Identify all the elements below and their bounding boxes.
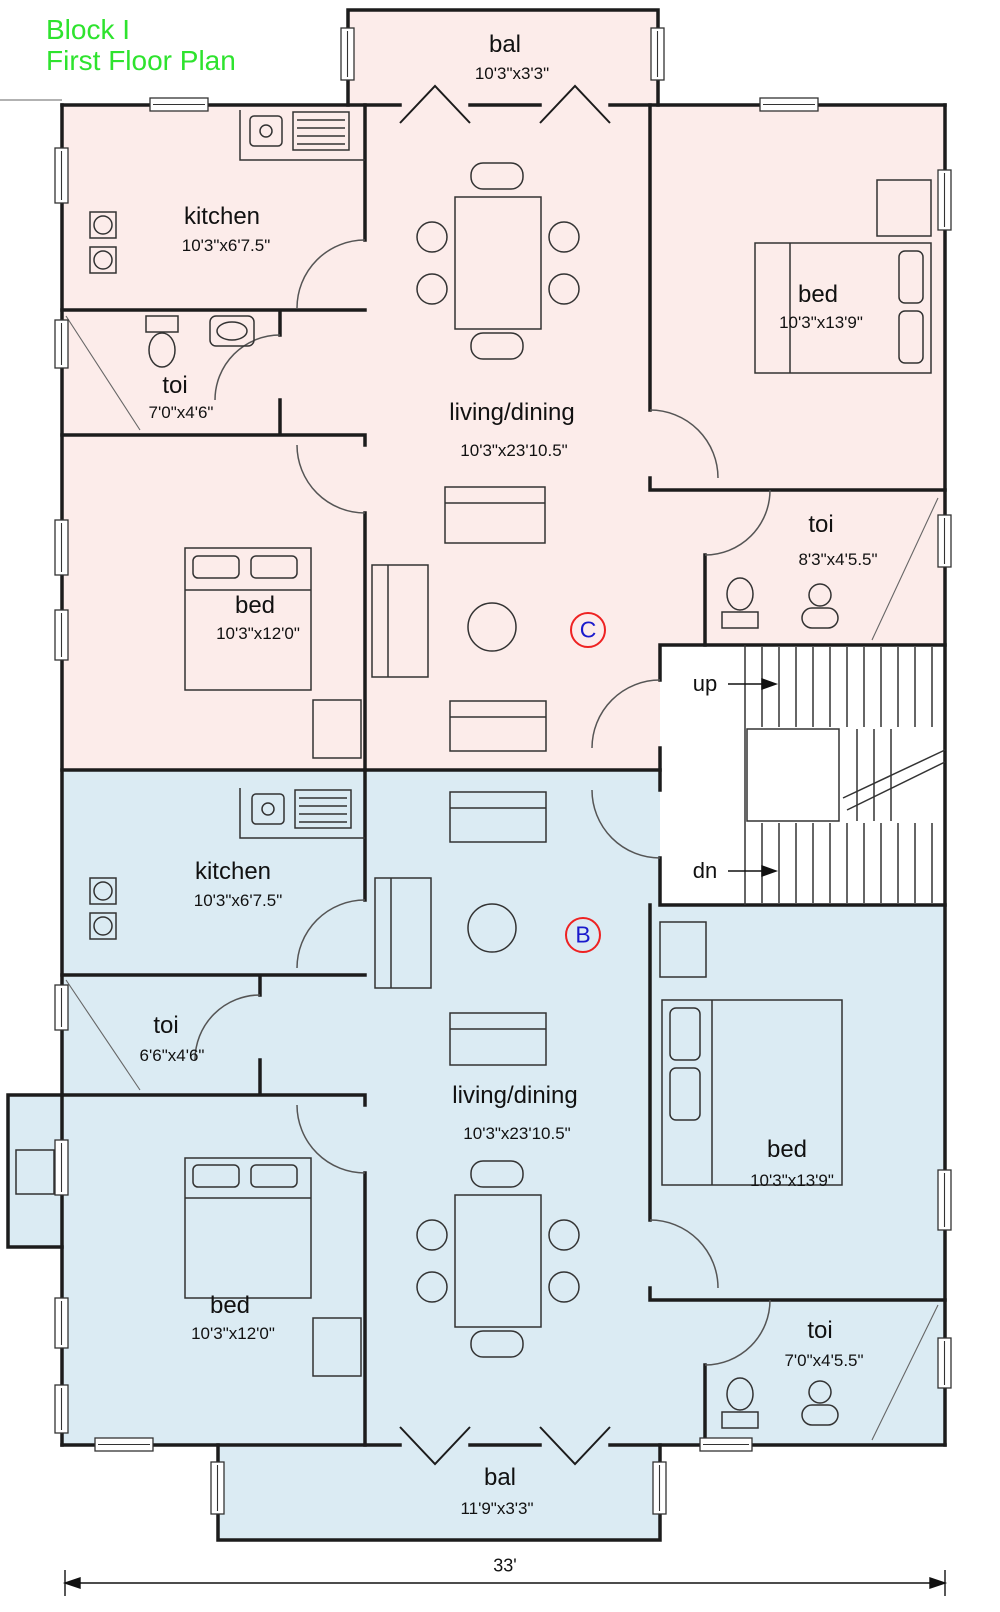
room-dim-kitchen-b: 10'3"x6'7.5" (193, 891, 283, 910)
room-label-kitchen-b: kitchen (194, 858, 272, 885)
room-label-living-b: living/dining (452, 1082, 578, 1109)
room-dim-toi-right-c: 8'3"x4'5.5" (798, 550, 878, 569)
stairs-dn-label: dn (692, 858, 718, 883)
room-label-bed-left-b: bed (209, 1292, 251, 1319)
room-dim-bed-left-c: 10'3"x12'0" (216, 624, 300, 643)
room-dim-living-c: 10'3"x23'10.5" (460, 441, 568, 460)
room-label-living-c: living/dining (449, 399, 575, 426)
room-label-toi-left-c: toi (162, 372, 188, 399)
room-label-bal-c: bal (488, 31, 522, 58)
room-dim-living-b: 10'3"x23'10.5" (463, 1124, 571, 1143)
plan-title: Block I First Floor Plan (46, 14, 236, 77)
unit-badge-b: B (575, 921, 591, 948)
room-dim-toi-left-c: 7'0"x4'6" (148, 403, 214, 422)
room-label-toi-right-b: toi (807, 1317, 833, 1344)
unit-badge-c: C (579, 616, 597, 643)
room-dim-bed-left-b: 10'3"x12'0" (191, 1324, 275, 1343)
stairs-up-label: up (692, 671, 718, 696)
room-dim-toi-right-b: 7'0"x4'5.5" (784, 1351, 864, 1370)
room-dim-bal-b: 11'9"x3'3" (460, 1499, 534, 1518)
room-label-bed-right-c: bed (797, 281, 839, 308)
room-dim-toi-left-b: 6'6"x4'6" (139, 1046, 205, 1065)
plan-title-line1: Block I (46, 14, 131, 45)
overall-width-dimension: 33' (489, 1555, 521, 1577)
room-label-bal-b: bal (483, 1464, 517, 1491)
plan-title-line2: First Floor Plan (46, 45, 236, 77)
room-dim-kitchen-c: 10'3"x6'7.5" (181, 236, 271, 255)
room-dim-bed-right-c: 10'3"x13'9" (779, 313, 863, 332)
room-dim-bal-c: 10'3"x3'3" (474, 64, 550, 83)
room-label-kitchen-c: kitchen (183, 203, 261, 230)
room-label-bed-right-b: bed (766, 1136, 808, 1163)
room-dim-bed-right-b: 10'3"x13'9" (750, 1171, 834, 1190)
room-label-toi-right-c: toi (808, 511, 834, 538)
room-label-bed-left-c: bed (234, 592, 276, 619)
room-label-toi-left-b: toi (153, 1012, 179, 1039)
